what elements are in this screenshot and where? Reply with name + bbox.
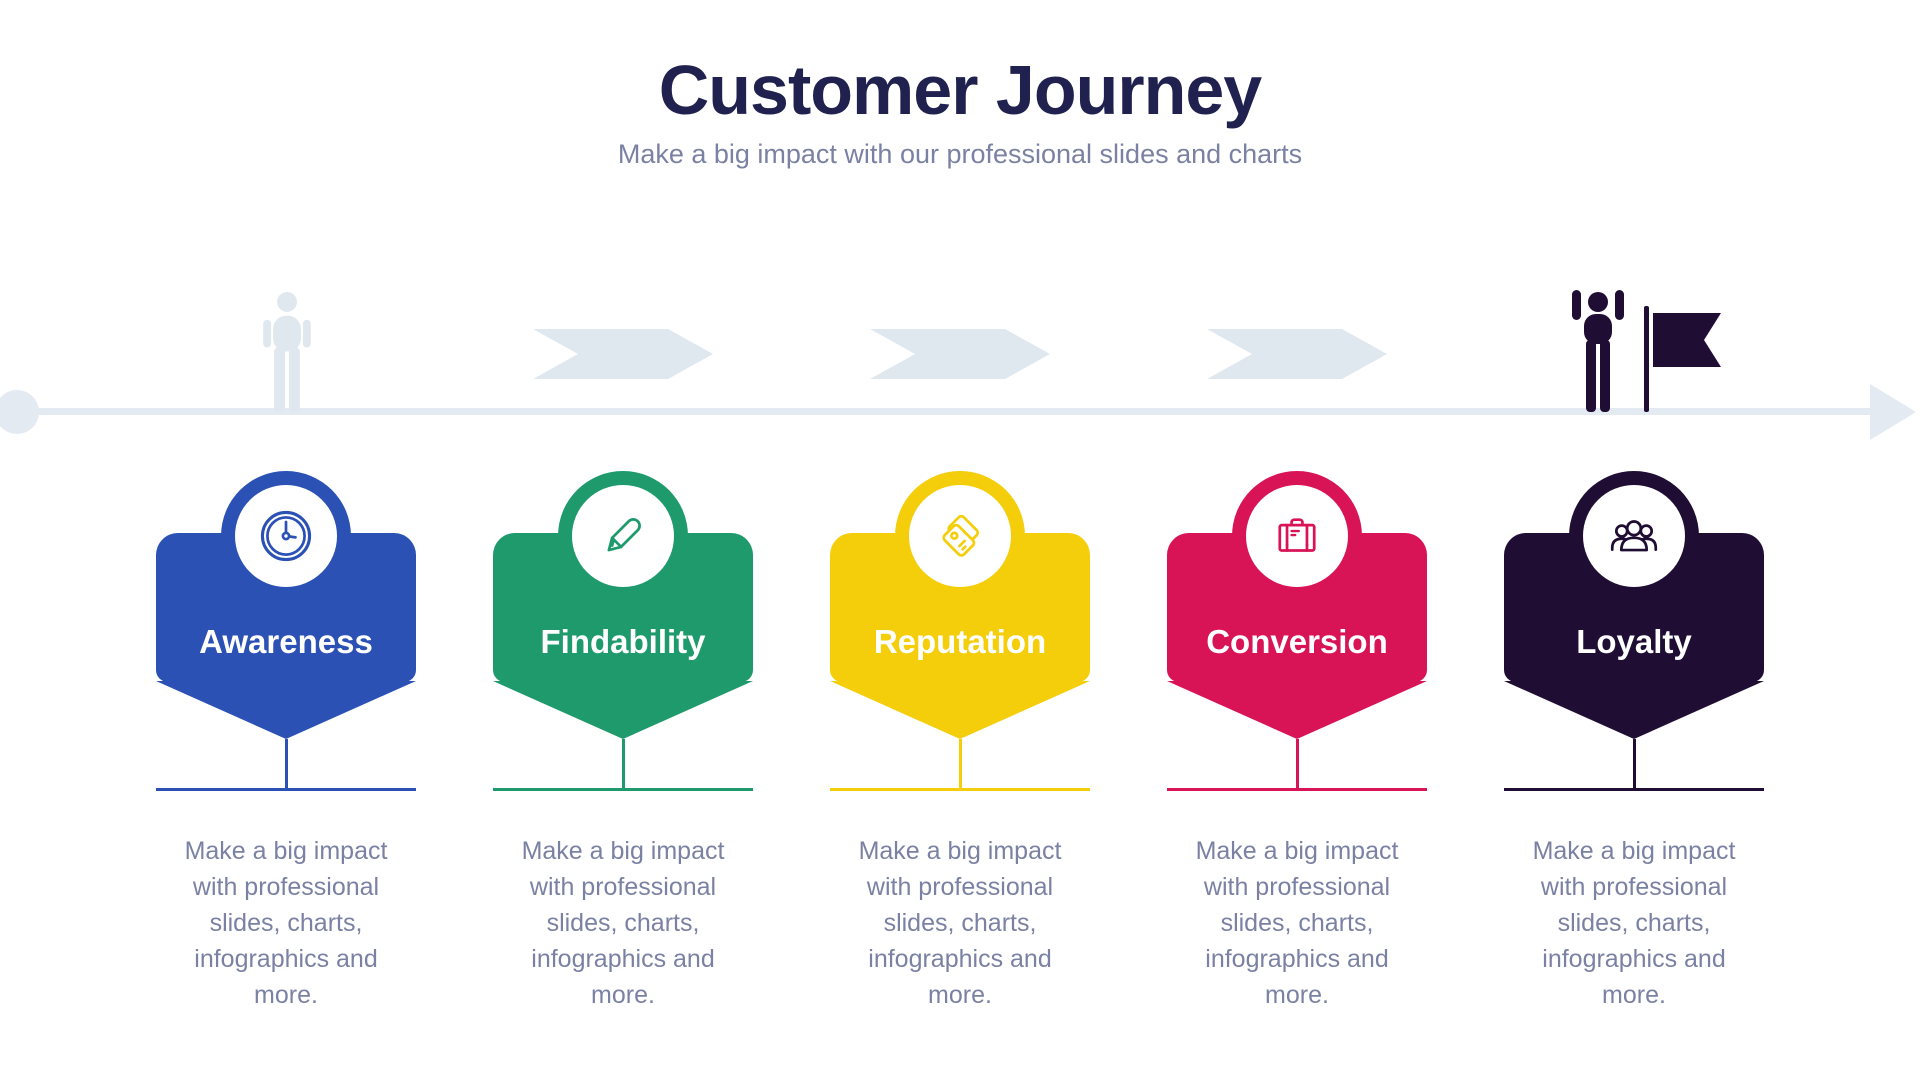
stage-pointer: [156, 681, 416, 739]
stage-row: Awareness Make a big impact with profess…: [156, 471, 1764, 1013]
stage-pointer: [1504, 681, 1764, 739]
stage-baseline: [1167, 788, 1427, 791]
clock-icon: [260, 510, 312, 562]
stage-card-loyalty: Loyalty Make a big impact with professio…: [1504, 471, 1764, 1013]
stage-stem: [958, 739, 962, 788]
page-title: Customer Journey: [658, 51, 1262, 129]
stage-pointer: [830, 681, 1090, 739]
stage-badge: [221, 471, 351, 601]
timeline-arrowhead-icon: [1870, 384, 1916, 440]
pencil-icon: [607, 518, 641, 552]
stage-card-conversion: Conversion Make a big impact with profes…: [1167, 471, 1427, 1013]
chevron-arrow-icon: [1207, 329, 1387, 379]
stage-baseline: [156, 788, 416, 791]
stage-label: Conversion: [1206, 623, 1388, 660]
standing-person-icon: [263, 291, 311, 412]
stage-description: Make a big impact with professional slid…: [184, 837, 388, 1009]
stage-description: Make a big impact with professional slid…: [521, 837, 725, 1009]
page-subtitle: Make a big impact with our professional …: [617, 139, 1303, 169]
chevron-arrow-icon: [533, 329, 713, 379]
stage-card-findability: Findability Make a big impact with profe…: [493, 471, 753, 1013]
stage-card-reputation: Reputation Make a big impact with profes…: [830, 471, 1090, 1013]
stage-stem: [284, 739, 288, 788]
stage-baseline: [493, 788, 753, 791]
stage-pointer: [1167, 681, 1427, 739]
stage-description: Make a big impact with professional slid…: [1195, 837, 1399, 1009]
stage-description: Make a big impact with professional slid…: [1532, 837, 1736, 1009]
stage-label: Loyalty: [1576, 623, 1692, 660]
stage-baseline: [830, 788, 1090, 791]
stage-pointer: [493, 681, 753, 739]
stage-label: Findability: [540, 623, 706, 660]
stage-badge: [895, 471, 1025, 601]
stage-stem: [1632, 739, 1636, 788]
stage-baseline: [1504, 788, 1764, 791]
stage-stem: [621, 739, 625, 788]
timeline-line: [14, 408, 1876, 415]
celebrating-person-with-flag-icon: [1572, 290, 1721, 412]
stage-stem: [1295, 739, 1299, 788]
stage-label: Awareness: [199, 623, 373, 660]
slide-header: Customer Journey Make a big impact with …: [0, 52, 1920, 170]
stage-badge: [1569, 471, 1699, 601]
price-tags-icon: [942, 514, 980, 557]
people-group-icon: [1610, 520, 1658, 552]
stage-label: Reputation: [873, 623, 1047, 660]
stage-badge: [558, 471, 688, 601]
stage-badge: [1232, 471, 1362, 601]
briefcase-icon: [1278, 518, 1316, 552]
stage-card-awareness: Awareness Make a big impact with profess…: [156, 471, 416, 1013]
stage-description: Make a big impact with professional slid…: [858, 837, 1062, 1009]
chevron-arrow-icon: [870, 329, 1050, 379]
